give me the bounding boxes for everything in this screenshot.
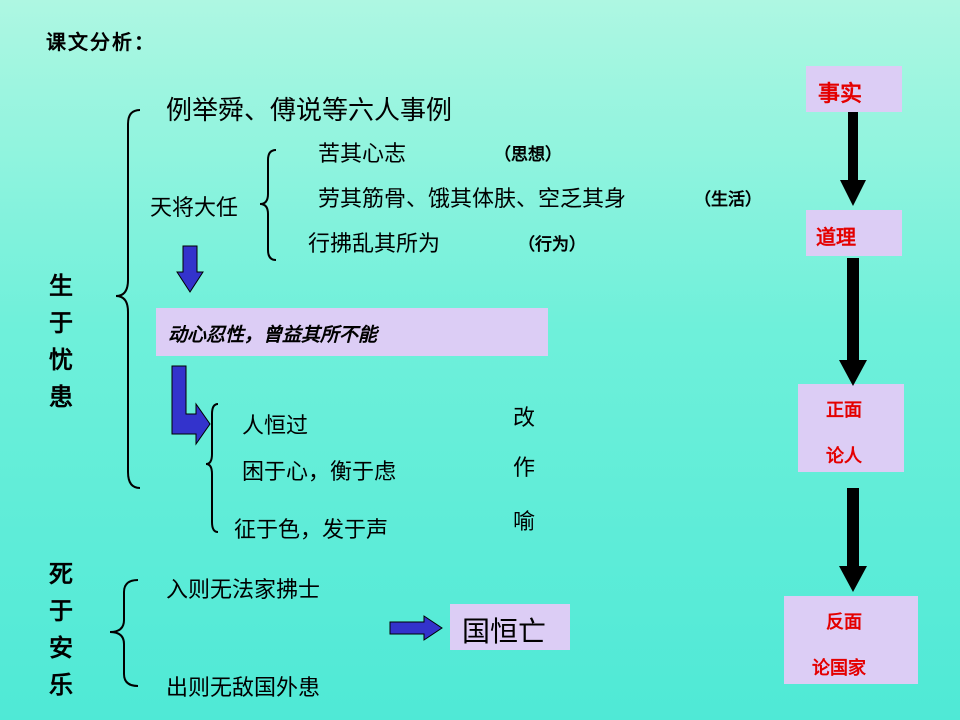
label-char: 死: [49, 560, 73, 588]
arrow-flow-3: [839, 488, 867, 592]
flow-text: 论国家: [812, 658, 866, 679]
person-line: 征于色，发于声: [234, 518, 389, 543]
item-text: 苦其心志: [318, 142, 407, 167]
label-char: 患: [49, 383, 73, 411]
result-box: 动心忍性，曾益其所不能: [156, 308, 548, 356]
item-note: （行为）: [518, 235, 586, 255]
item-text: 行拂乱其所为: [308, 232, 441, 257]
flow-text: 正面: [826, 400, 862, 421]
label-char: 安: [49, 634, 73, 662]
label-si-yu-an-le: 死 于 安 乐: [46, 556, 76, 704]
result-text: 动心忍性，曾益其所不能: [168, 324, 378, 346]
arrow-down-blue: [176, 245, 204, 293]
person-line: 人恒过: [242, 414, 309, 439]
bottom-line-2: 出则无敌国外患: [166, 676, 321, 701]
arrow-right-blue: [389, 615, 443, 641]
verb-char: 改: [513, 406, 536, 431]
examples-text: 例举舜、傅说等六人事例: [166, 96, 453, 126]
flow-box-reason: 道理: [806, 210, 902, 256]
label-char: 生: [49, 272, 73, 300]
arrow-bent-blue: [171, 365, 211, 446]
flow-text: 道理: [816, 225, 856, 249]
flow-box-fact: 事实: [806, 66, 902, 112]
bottom-result-text: 国恒亡: [462, 615, 547, 648]
person-line: 困于心，衡于虑: [242, 460, 397, 485]
brace-items: [259, 149, 277, 261]
brace-upper: [115, 109, 141, 489]
verb-char: 作: [513, 456, 536, 481]
brace-person: [205, 403, 219, 533]
label-char: 于: [49, 309, 73, 337]
bottom-line-1: 入则无法家拂士: [166, 578, 321, 603]
verb-char: 喻: [513, 510, 536, 535]
flow-text: 论人: [826, 446, 862, 467]
arrow-flow-1: [840, 112, 866, 206]
arrow-flow-2: [839, 258, 867, 386]
item-note: （思想）: [494, 145, 562, 165]
label-char: 忧: [49, 346, 73, 374]
flow-box-country: 反面 论国家: [784, 596, 918, 684]
item-text: 劳其筋骨、饿其体肤、空乏其身: [318, 187, 627, 212]
label-char: 于: [49, 597, 73, 625]
bottom-result-box: 国恒亡: [450, 604, 570, 650]
flow-text: 反面: [826, 612, 862, 633]
brace-lower: [109, 579, 139, 687]
task-text: 天将大任: [150, 196, 239, 221]
item-note: （生活）: [694, 190, 762, 210]
label-sheng-yu-you-huan: 生 于 忧 患: [46, 268, 76, 416]
flow-text: 事实: [818, 82, 863, 107]
label-char: 乐: [49, 671, 73, 699]
slide-header: 课文分析：: [46, 30, 156, 54]
flow-box-person: 正面 论人: [798, 384, 904, 472]
